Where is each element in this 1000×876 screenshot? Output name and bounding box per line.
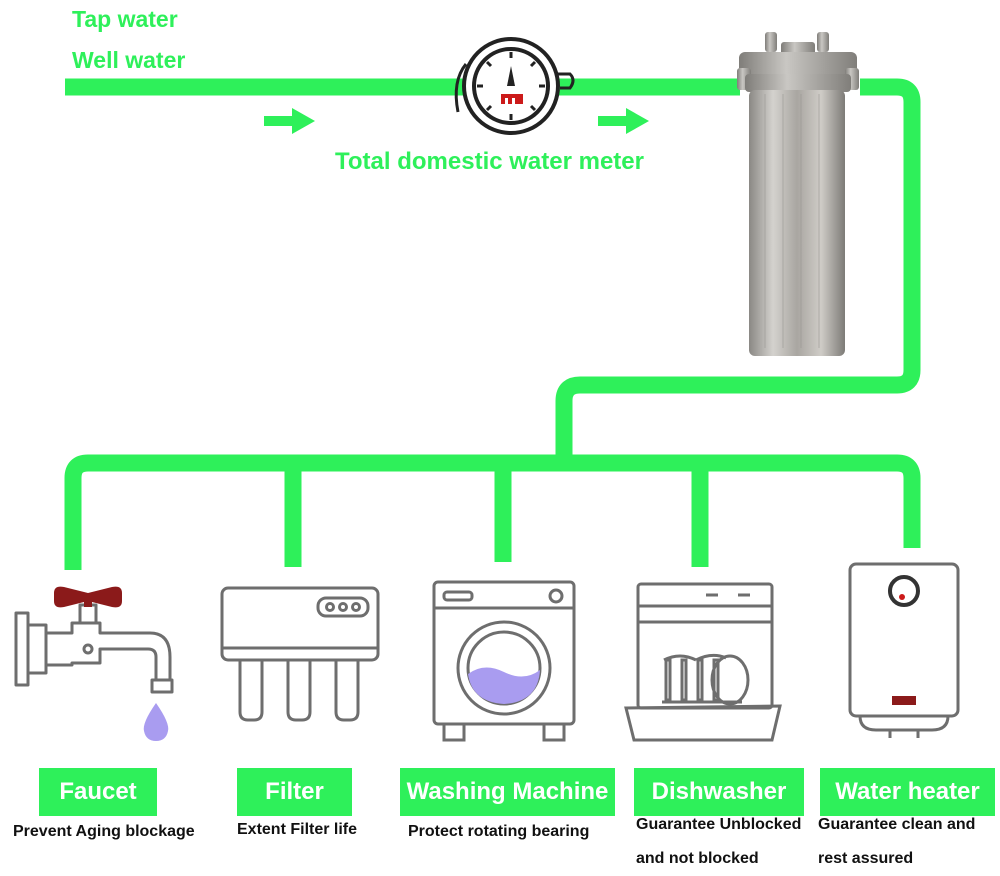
appliance-note-dishwasher: Guarantee Unblocked and not blocked (636, 816, 802, 867)
water-meter-icon (454, 37, 575, 135)
flow-arrow-icon (598, 108, 649, 134)
faucet-icon (14, 586, 174, 741)
flow-arrow-icon (264, 108, 315, 134)
filter-housing-icon (737, 32, 859, 356)
distribution-pipe (64, 454, 921, 570)
appliance-tag-faucet: Faucet (39, 768, 157, 816)
appliance-tag-dishwasher: Dishwasher (634, 768, 804, 816)
outlet-pipe (555, 78, 921, 463)
water-heater-icon (848, 562, 960, 738)
appliance-note-faucet: Prevent Aging blockage (13, 823, 195, 840)
appliance-note-washing-machine: Protect rotating bearing (408, 823, 590, 840)
indicator-light (892, 696, 916, 705)
appliance-tag-water-heater: Water heater (820, 768, 995, 816)
appliance-tag-filter: Filter (237, 768, 352, 816)
washing-machine-icon (432, 580, 576, 742)
water-meter-label: Total domestic water meter (335, 148, 644, 175)
source-label-well-water: Well water (72, 47, 186, 73)
filter-unit-icon (220, 586, 380, 722)
water-drop (143, 703, 169, 741)
appliance-tag-washing-machine: Washing Machine (400, 768, 615, 816)
appliance-note-water-heater: Guarantee clean and rest assured (818, 816, 976, 867)
appliance-note-filter: Extent Filter life (237, 821, 358, 838)
dishwasher-icon (624, 582, 782, 742)
source-label-tap-water: Tap water (72, 6, 178, 32)
gauge-dial (888, 575, 920, 607)
